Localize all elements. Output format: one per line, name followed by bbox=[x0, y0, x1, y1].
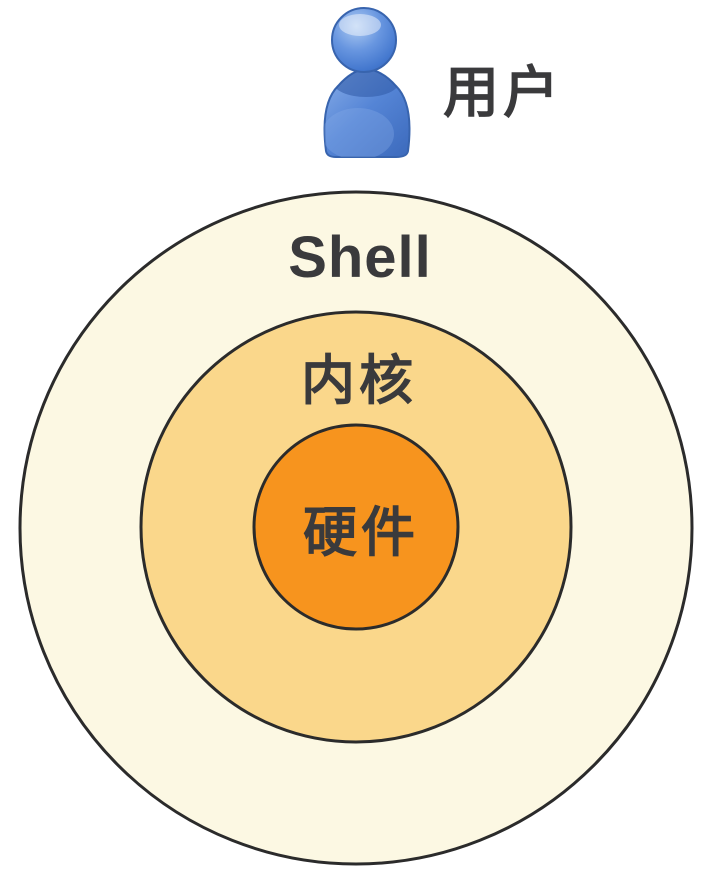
kernel-label: 内核 bbox=[301, 351, 417, 411]
hardware-label: 硬件 bbox=[303, 503, 419, 563]
hardware-ring bbox=[252, 423, 460, 631]
user-label: 用户 bbox=[443, 61, 563, 124]
user-icon bbox=[323, 7, 411, 158]
shell-label: Shell bbox=[288, 225, 432, 290]
